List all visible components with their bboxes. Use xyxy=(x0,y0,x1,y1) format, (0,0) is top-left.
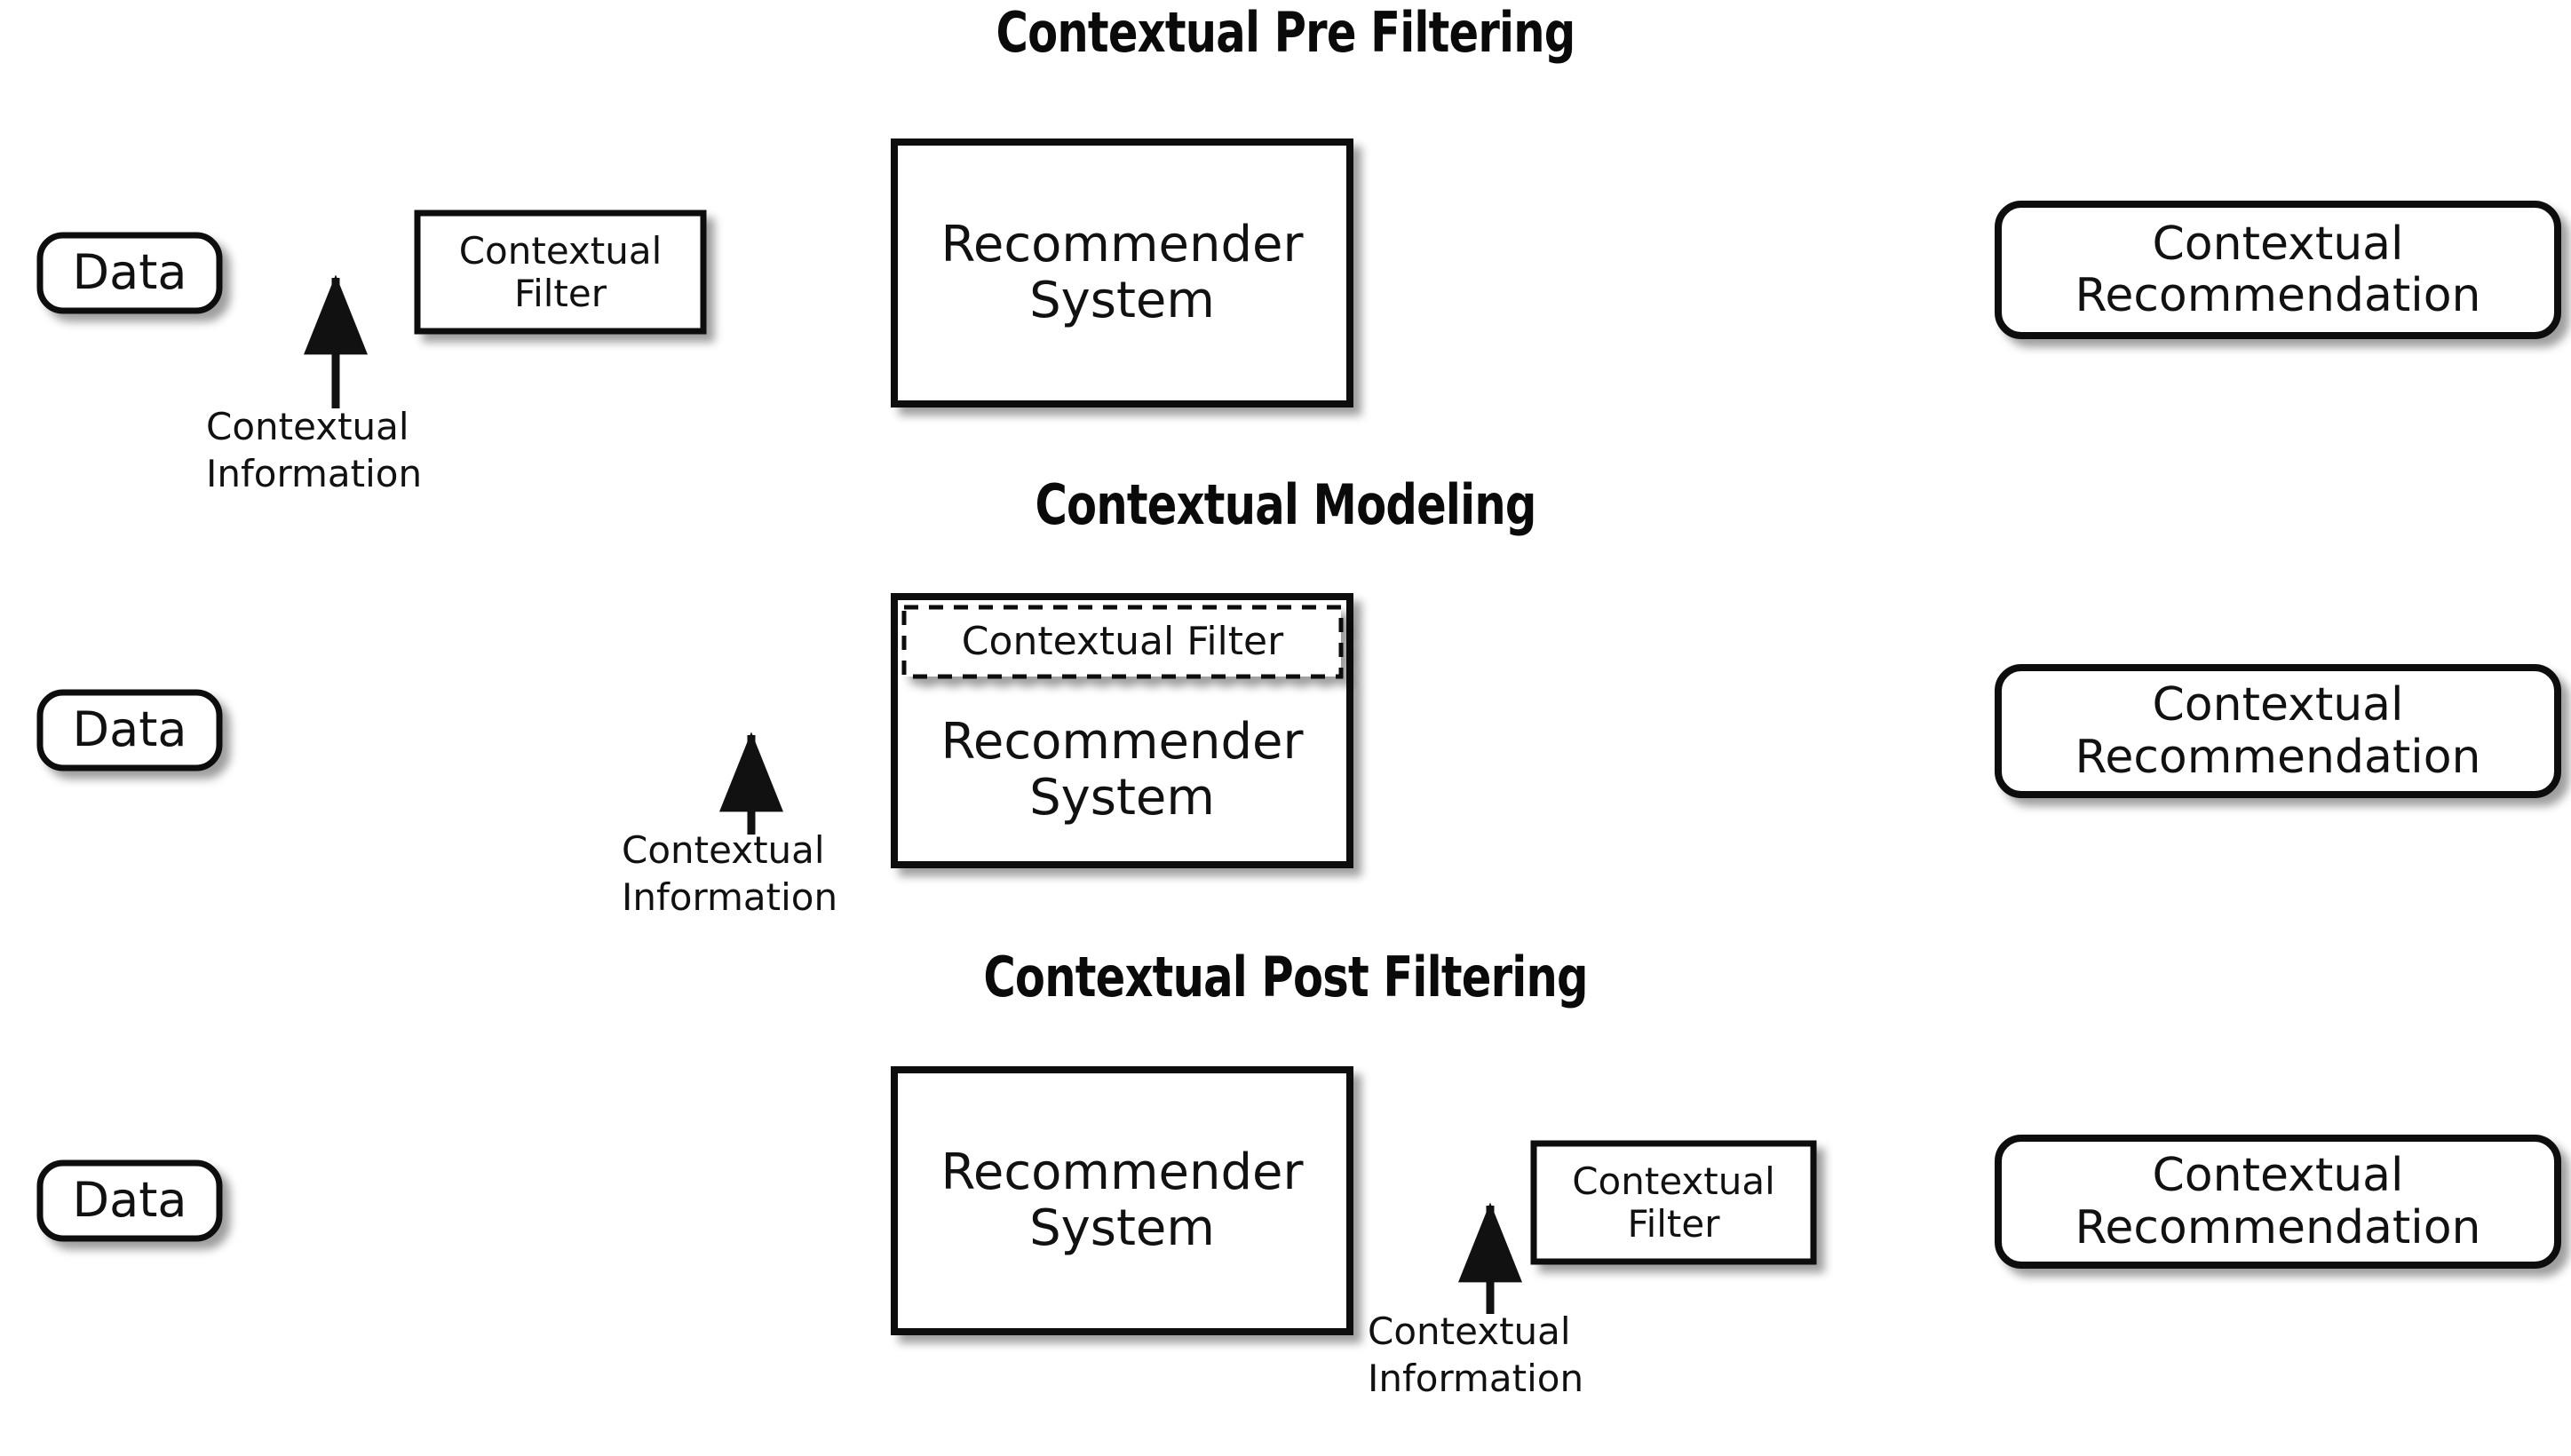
node-contextual-recommendation-s1[interactable] xyxy=(1995,201,2561,339)
node-contextual-filter-dashed-s2[interactable] xyxy=(901,605,1344,679)
section-contextual-modeling-shapes xyxy=(36,593,2561,868)
section-title-post-filtering: Contextual Post Filtering xyxy=(983,945,1588,1009)
section-post-filtering-shapes xyxy=(36,1066,2561,1335)
node-contextual-recommendation-s2[interactable] xyxy=(1995,664,2561,798)
section-title-pre-filtering: Contextual Pre Filtering xyxy=(996,0,1576,65)
node-contextual-filter-s3[interactable] xyxy=(1530,1140,1817,1265)
node-recommender-system-s1[interactable] xyxy=(891,138,1353,408)
section-pre-filtering-shapes xyxy=(36,138,2561,408)
node-data-s2[interactable] xyxy=(36,689,223,772)
section-title-contextual-modeling: Contextual Modeling xyxy=(1035,472,1536,537)
node-contextual-recommendation-s3[interactable] xyxy=(1995,1135,2561,1269)
annotation-contextual-information-s3: Contextual Information xyxy=(1368,1310,1584,1400)
annotation-contextual-information-s1: Contextual Information xyxy=(206,405,423,495)
node-contextual-filter-s1[interactable] xyxy=(414,210,707,335)
annotation-contextual-information-s2: Contextual Information xyxy=(622,828,838,919)
node-data-s1[interactable] xyxy=(36,232,223,314)
node-data-s3[interactable] xyxy=(36,1159,223,1242)
node-recommender-system-s3[interactable] xyxy=(891,1066,1353,1335)
